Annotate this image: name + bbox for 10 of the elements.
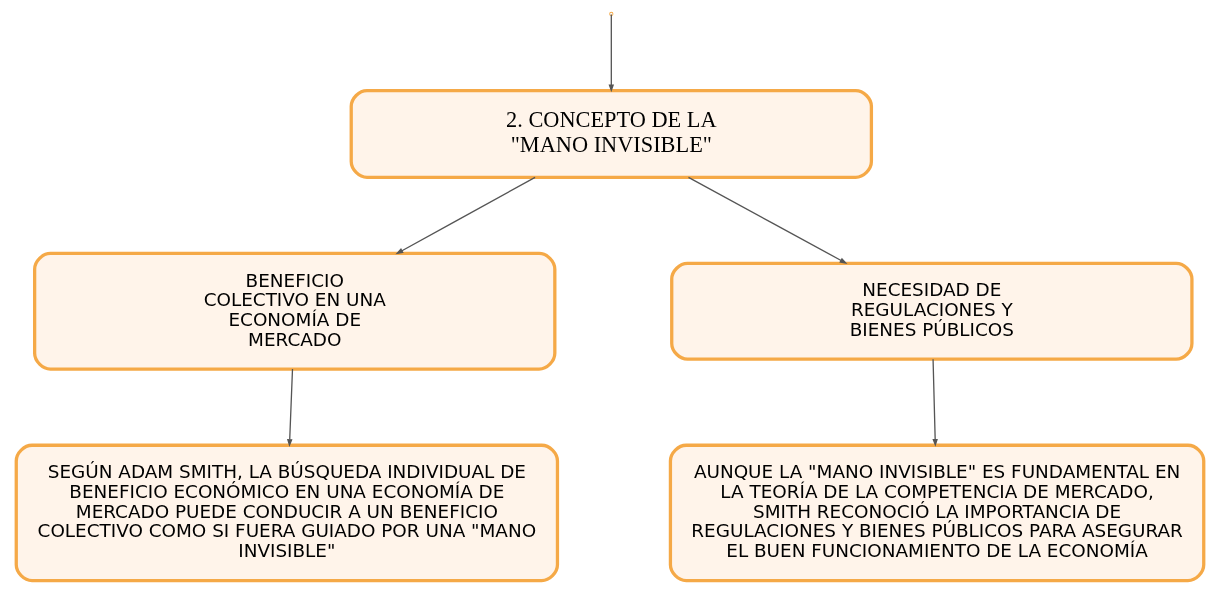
node-box: AUNQUE LA "MANO INVISIBLE" ES FUNDAMENTAL EN LA TEORÍA DE LA COMPETENCIA DE MERCADO, SMITH RECONOCIÓ LA IMPORTANCIA DE REGULACIONES Y BIENES PÚBLICOS PARA ASEGURAR EL BUEN FUNCIONAMIENTO DE LA ECONOMÍA [668, 443, 1205, 583]
node-box: SEGÚN ADAM SMITH, LA BÚSQUEDA INDIVIDUAL DE BENEFICIO ECONÓMICO EN UNA ECONOMÍA DE MERCADO PUEDE CONDUCIR A UN BENEFICIO COLECTIVO COMO SI FUERA GUIADO POR UNA "MANO INVISIBLE" [14, 443, 559, 583]
arrow [395, 176, 536, 255]
node-box: NECESIDAD DE REGULACIONES Y BIENES PÚBLICOS [669, 261, 1194, 361]
arrow [931, 358, 938, 447]
arrow [286, 368, 293, 448]
node-box: BENEFICIO COLECTIVO EN UNA ECONOMÍA DE MERCADO [32, 251, 556, 371]
arrow [687, 176, 847, 264]
arrow [608, 13, 614, 93]
node-box: 2. CONCEPTO DE LA "MANO INVISIBLE" [349, 88, 873, 179]
